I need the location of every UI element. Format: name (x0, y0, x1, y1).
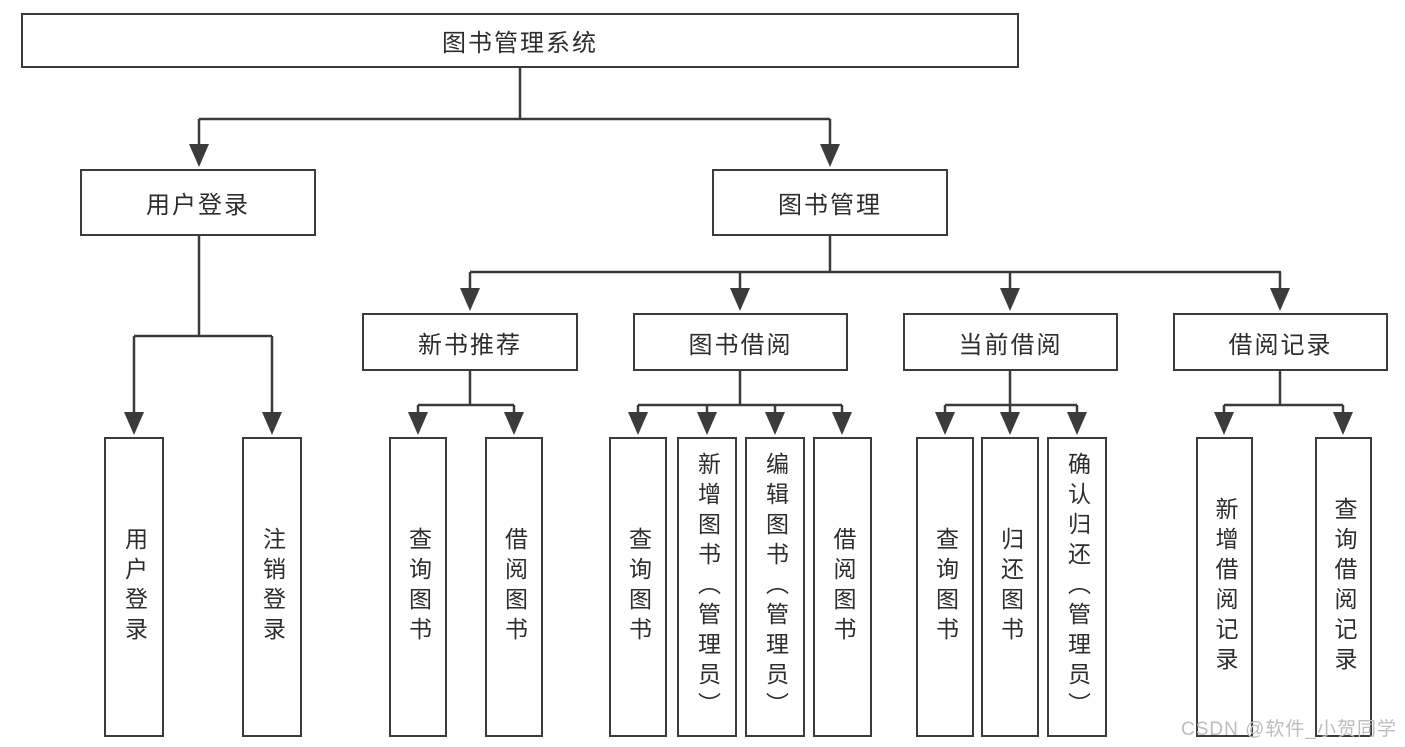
leaf-bb-edit-books-admin-label: 编辑图书（管理员） (762, 452, 789, 722)
leaf-br-query-record: 查询借阅记录 (1315, 437, 1372, 737)
node-book-management: 图书管理 (712, 169, 948, 236)
leaf-user-login-label: 用户登录 (121, 527, 148, 647)
leaf-logout: 注销登录 (242, 437, 302, 737)
leaf-bb-query-books: 查询图书 (609, 437, 667, 737)
leaf-bb-add-books-admin: 新增图书（管理员） (677, 437, 737, 737)
leaf-br-add-record-label: 新增借阅记录 (1212, 497, 1238, 677)
node-current-borrow: 当前借阅 (903, 313, 1118, 371)
leaf-cb-return-books-label: 归还图书 (997, 527, 1024, 647)
leaf-bb-query-books-label: 查询图书 (625, 527, 652, 647)
node-borrow-records-label: 借阅记录 (1228, 331, 1333, 359)
node-root: 图书管理系统 (21, 13, 1019, 68)
leaf-br-add-record: 新增借阅记录 (1196, 437, 1253, 737)
node-book-management-label: 图书管理 (778, 192, 882, 219)
node-root-label: 图书管理系统 (442, 30, 598, 57)
node-borrow-records: 借阅记录 (1173, 313, 1388, 371)
leaf-cb-confirm-return-admin: 确认归还（管理员） (1047, 437, 1107, 737)
node-new-book-recommend: 新书推荐 (362, 313, 578, 371)
node-new-book-recommend-label: 新书推荐 (418, 331, 522, 359)
arrowheads (124, 144, 1353, 435)
leaf-cb-confirm-return-admin-label: 确认归还（管理员） (1064, 452, 1091, 722)
leaf-user-login: 用户登录 (104, 437, 164, 737)
leaf-cb-return-books: 归还图书 (981, 437, 1039, 737)
leaf-logout-label: 注销登录 (259, 527, 286, 647)
node-user-login: 用户登录 (80, 169, 316, 236)
leaf-nbr-borrow-books: 借阅图书 (485, 437, 543, 737)
leaf-bb-borrow-books: 借阅图书 (813, 437, 872, 737)
csdn-watermark: CSDN @软件_小贺同学 (1181, 719, 1397, 740)
leaf-cb-query-books-label: 查询图书 (932, 527, 959, 647)
leaf-bb-add-books-admin-label: 新增图书（管理员） (694, 452, 721, 722)
node-user-login-label: 用户登录 (146, 192, 250, 219)
node-current-borrow-label: 当前借阅 (958, 331, 1063, 359)
leaf-cb-query-books: 查询图书 (916, 437, 974, 737)
leaf-nbr-borrow-books-label: 借阅图书 (501, 527, 528, 647)
leaf-nbr-query-books-label: 查询图书 (405, 527, 432, 647)
node-book-borrow-label: 图书借阅 (688, 331, 793, 359)
leaf-bb-borrow-books-label: 借阅图书 (830, 527, 856, 647)
node-book-borrow: 图书借阅 (633, 313, 848, 371)
leaf-nbr-query-books: 查询图书 (389, 437, 447, 737)
leaf-br-query-record-label: 查询借阅记录 (1331, 497, 1357, 677)
leaf-bb-edit-books-admin: 编辑图书（管理员） (745, 437, 805, 737)
